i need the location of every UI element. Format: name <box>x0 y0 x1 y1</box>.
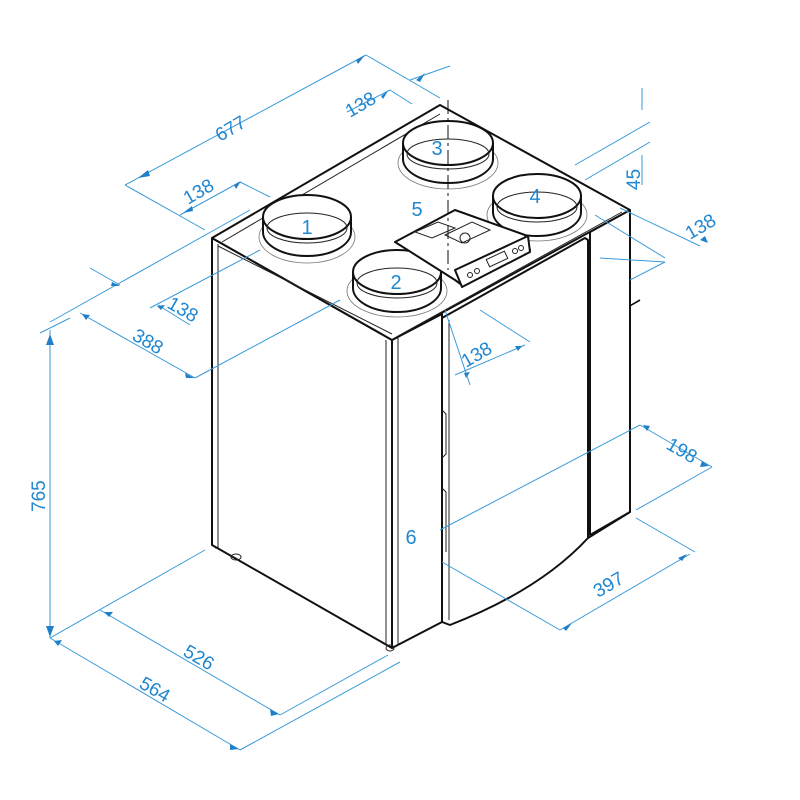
spigot-2 <box>346 249 448 318</box>
dim-677: 677 <box>212 112 250 146</box>
dimension-lines <box>39 54 713 751</box>
dim-388: 388 <box>129 325 167 359</box>
foot <box>385 644 395 652</box>
control-panel <box>394 209 531 288</box>
foot <box>230 553 242 561</box>
unit-body <box>211 104 631 652</box>
spigot-4 <box>486 173 588 242</box>
callout-5: 5 <box>411 199 422 221</box>
callout-6: 6 <box>405 527 416 549</box>
dim-397: 397 <box>590 568 628 602</box>
dim-138-top-left: 138 <box>180 175 218 209</box>
dim-526: 526 <box>180 641 218 675</box>
callout-2: 2 <box>390 272 401 294</box>
dim-45: 45 <box>624 169 645 190</box>
front-frame-strip <box>391 313 443 649</box>
spigot-1 <box>258 194 356 264</box>
callout-numbers: 1 2 3 4 5 6 <box>301 138 540 549</box>
dim-765: 765 <box>29 480 50 512</box>
dim-564: 564 <box>136 673 174 707</box>
callout-4: 4 <box>529 186 540 208</box>
dim-138-right: 138 <box>682 210 720 244</box>
callout-1: 1 <box>301 217 312 239</box>
dim-198: 198 <box>663 434 701 468</box>
dim-138-top-back: 138 <box>342 88 380 122</box>
top-face <box>211 104 631 341</box>
callout-3: 3 <box>431 138 442 160</box>
